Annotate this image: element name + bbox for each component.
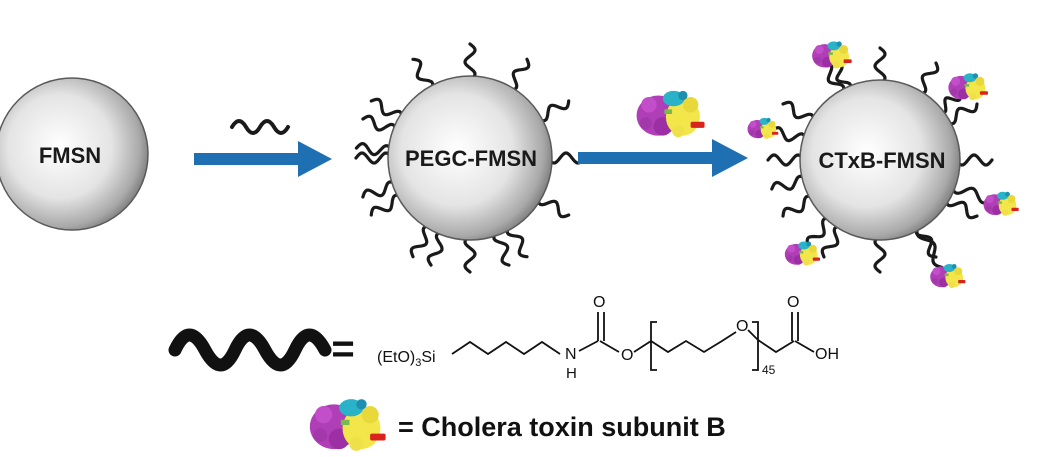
formula-n: N: [565, 346, 577, 363]
peg-chain: [463, 234, 477, 274]
ctxb-reagent-icon: [636, 90, 705, 138]
formula-o-ester: O: [621, 347, 633, 364]
peg-chain: [411, 57, 435, 93]
peg-chain: [361, 114, 399, 133]
formula-o-acid: O: [787, 294, 799, 311]
formula-eto-subscript: 3: [415, 357, 421, 369]
fmsn-label: FMSN: [39, 143, 101, 168]
peg-chain: [463, 42, 477, 82]
ctxb-label: CTxB-FMSN: [818, 148, 945, 173]
pegc-peg-chains: [354, 42, 586, 274]
formula-o-carbonyl: O: [593, 294, 605, 311]
peg-chain: [426, 229, 445, 267]
peg-chain: [766, 153, 806, 167]
fmsn-sphere: [0, 77, 149, 231]
peg-chain: [505, 223, 529, 259]
peg-reagent-wave: [230, 119, 290, 135]
peg-chain: [805, 216, 833, 248]
peg-chain: [873, 46, 887, 86]
ctxb-sphere: [799, 79, 961, 241]
peg-chain: [535, 99, 571, 123]
peg-chain: [820, 224, 844, 259]
attached-ctxb-protein: [784, 241, 820, 266]
reaction-arrow-1: [194, 141, 332, 177]
peg-chain: [781, 194, 816, 218]
attached-ctxb-protein: [948, 73, 988, 101]
svg-text:(EtO)3Si: (EtO)3Si: [377, 349, 436, 369]
peg-chain: [354, 141, 394, 157]
legend-protein-text: = Cholera toxin subunit B: [398, 412, 726, 442]
attached-ctxb-protein: [812, 41, 852, 69]
peg-chain: [369, 193, 405, 217]
peg-chain: [770, 174, 809, 191]
legend-protein-icon: [309, 399, 386, 451]
peg-chain: [354, 151, 394, 165]
peg-chain: [492, 229, 511, 267]
peg-chain: [535, 195, 571, 219]
attached-ctxb-protein: [747, 117, 779, 139]
peg-chain: [369, 97, 405, 121]
formula-repeat-count: 45: [762, 363, 776, 377]
peg-chain: [409, 223, 433, 259]
peg-chain: [936, 91, 962, 114]
attached-ctxb-protein: [983, 191, 1019, 216]
peg-chain: [944, 196, 979, 220]
peg-chain: [949, 184, 993, 205]
peg-chain: [954, 153, 994, 167]
pegc-chemical-structure: (EtO)3Si N H O O O 45 O OH: [377, 294, 839, 382]
peg-chain: [873, 234, 887, 274]
attached-ctxb-protein: [930, 264, 966, 288]
legend-equals: =: [331, 327, 354, 371]
peg-chain: [916, 61, 940, 96]
pegc-label: PEGC-FMSN: [405, 146, 537, 171]
peg-chain: [507, 57, 531, 93]
legend-peg-wave: [168, 328, 332, 372]
formula-eto: (EtO): [377, 349, 415, 366]
peg-chain: [944, 102, 979, 126]
peg-chain: [781, 100, 816, 124]
peg-chain: [361, 180, 399, 199]
reaction-arrow-2: [578, 139, 748, 177]
peg-chain: [915, 224, 944, 269]
formula-nh-h: H: [566, 365, 577, 382]
peg-chain: [770, 126, 809, 143]
pegc-sphere: [387, 75, 553, 241]
formula-o-ether: O: [736, 318, 748, 335]
formula-oh: OH: [815, 346, 839, 363]
formula-si: Si: [421, 349, 435, 366]
